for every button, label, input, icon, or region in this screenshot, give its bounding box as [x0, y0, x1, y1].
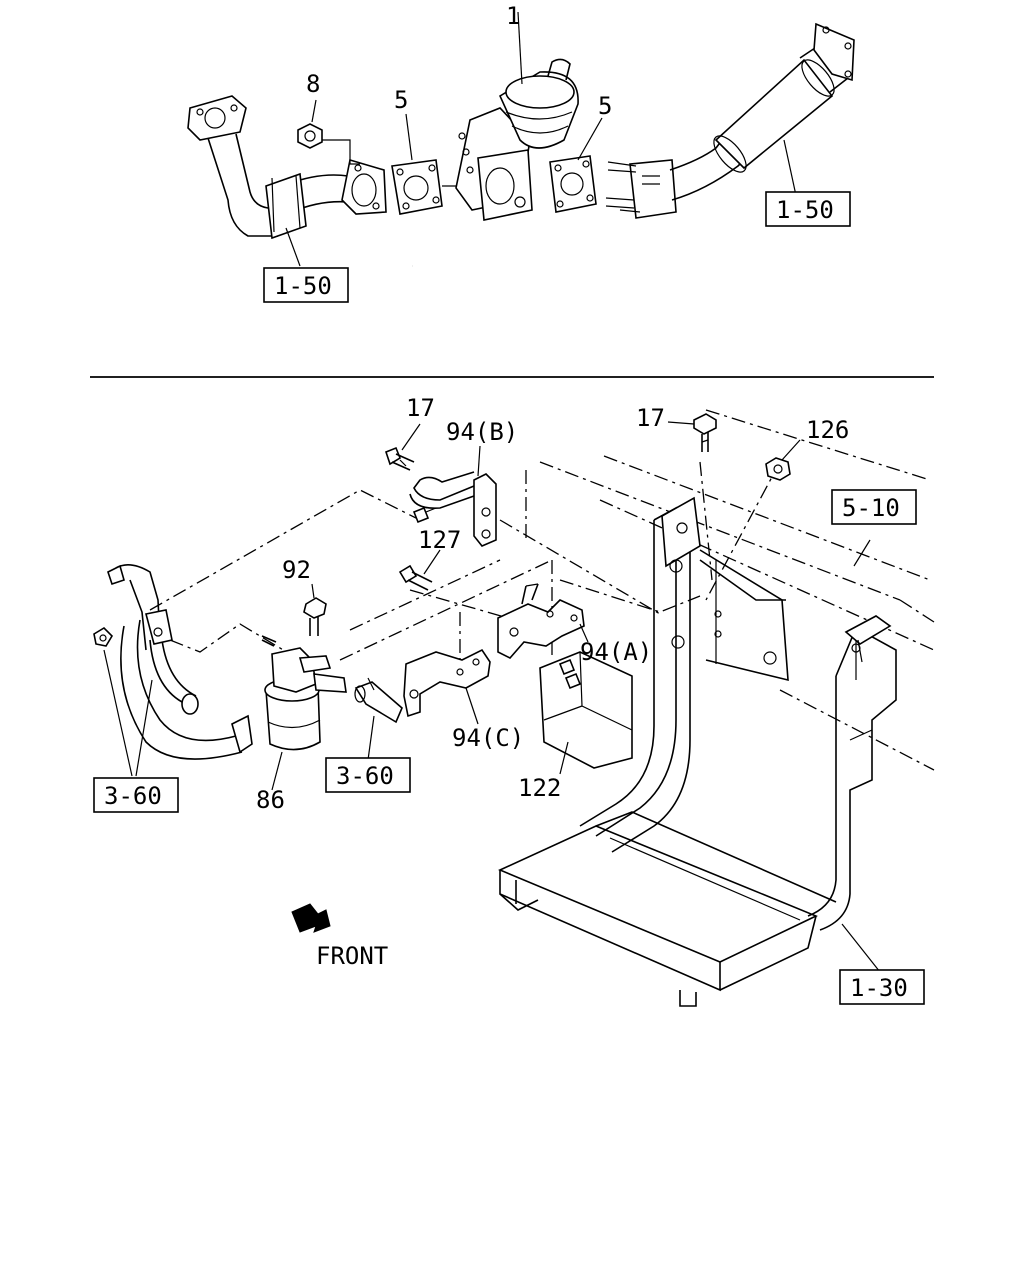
lower-bracket-assembly: 17 94(B) 17 126 127 92 94(A) 94(C) 86 12… [93, 394, 935, 1007]
ref-1-50-right[interactable]: 1-50 [776, 196, 834, 224]
ref-box-1-50-left[interactable] [263, 267, 349, 303]
leader-5-right [577, 117, 603, 161]
callout-5-right: 5 [598, 92, 612, 120]
ref-box-3-60-left[interactable] [93, 777, 179, 813]
callout-17-right: 17 [636, 404, 665, 432]
leader-3-60-middle [367, 715, 375, 761]
ref-5-10[interactable]: 5-10 [842, 494, 900, 522]
callout-126: 126 [806, 416, 849, 444]
leader-122 [559, 741, 569, 775]
callout-1: 1 [506, 2, 520, 30]
ref-box-1-30[interactable] [839, 969, 925, 1005]
gasket-5-left [391, 159, 443, 215]
bolt-127 [398, 564, 433, 591]
ref-1-30[interactable]: 1-30 [850, 974, 908, 1002]
leader-8 [311, 99, 317, 123]
callout-94c: 94(C) [452, 724, 524, 752]
leader-86 [271, 751, 283, 791]
callout-94b: 94(B) [446, 418, 518, 446]
leader-126 [781, 439, 801, 461]
leader-3-60-left-b [135, 679, 153, 777]
front-direction-arrow-icon [291, 903, 331, 933]
bracket-94c [403, 648, 491, 718]
rear-pipe-assembly [605, 22, 855, 219]
ref-box-1-50-right[interactable] [765, 191, 851, 227]
catalytic-converter-1 [455, 58, 579, 221]
hose-set-left [93, 564, 253, 760]
valve-86 [261, 635, 347, 751]
front-label: FRONT [316, 942, 388, 970]
leader-5-left [405, 113, 413, 161]
ref-3-60-middle[interactable]: 3-60 [336, 762, 394, 790]
leader-94b [477, 445, 481, 477]
leader-94c [465, 687, 479, 725]
leader-17-right [667, 421, 695, 425]
bolt-17-right [693, 413, 717, 452]
hose-middle [354, 677, 403, 724]
cover-122 [539, 651, 633, 769]
leader-94a [579, 623, 589, 643]
callout-127: 127 [418, 526, 461, 554]
leader-3-60-left-a [103, 649, 133, 777]
callout-86: 86 [256, 786, 285, 814]
ref-3-60-left[interactable]: 3-60 [104, 782, 162, 810]
ref-box-3-60-middle[interactable] [325, 757, 411, 793]
ref-box-5-10[interactable] [831, 489, 917, 525]
nut-8 [297, 123, 323, 149]
leader-1-50-left [285, 227, 301, 267]
callout-17-left: 17 [406, 394, 435, 422]
bracket-94b [409, 471, 497, 547]
step-hanger-frame [498, 496, 897, 1007]
nut-126 [765, 457, 791, 481]
bracket-94a [497, 583, 585, 659]
leader-1 [517, 11, 523, 85]
callout-92: 92 [282, 556, 311, 584]
bolt-92 [303, 597, 327, 636]
callout-8: 8 [306, 70, 320, 98]
leader-1-30 [841, 923, 881, 973]
ref-1-50-left[interactable]: 1-50 [274, 272, 332, 300]
callout-94a: 94(A) [580, 638, 652, 666]
leader-5-10 [853, 539, 871, 567]
callout-5-left: 5 [394, 86, 408, 114]
leader-17-left [401, 423, 421, 451]
leader-127 [423, 549, 441, 575]
bolt-17-left [385, 446, 415, 471]
callout-122: 122 [518, 774, 561, 802]
gasket-5-right [549, 155, 597, 213]
upper-exhaust-assembly: 1 8 5 5 1-50 1-50 [187, 2, 855, 303]
leader-92 [311, 583, 315, 599]
